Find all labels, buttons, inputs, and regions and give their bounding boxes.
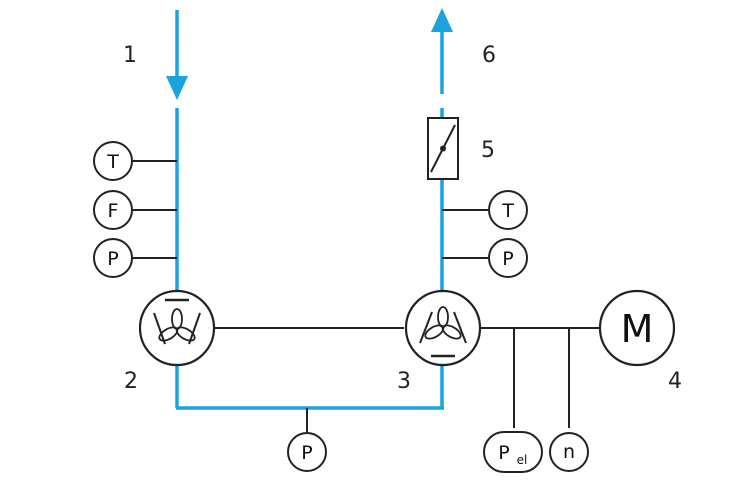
label-compressor-right: 3 — [397, 369, 411, 394]
right-temperature-gauge: T — [488, 190, 528, 230]
label-compressor-left: 2 — [124, 369, 138, 394]
valve-pivot — [440, 145, 446, 152]
power-subscript: el — [517, 453, 528, 467]
compressor-right-side-lines — [419, 311, 467, 344]
compressor-left-side-lines — [153, 312, 201, 345]
power-label: P — [498, 442, 509, 464]
left-temperature-label: T — [106, 151, 119, 173]
outlet-arrowhead — [431, 8, 453, 32]
bottom-pressure-gauge: P — [287, 432, 327, 472]
label-inlet: 1 — [123, 43, 137, 68]
signal-lines — [132, 160, 600, 432]
fan-icon-left — [158, 308, 196, 342]
motor-symbol: M — [621, 307, 654, 351]
label-outlet: 6 — [482, 43, 496, 68]
right-temperature-label: T — [501, 200, 514, 222]
fan-icon-right — [424, 306, 462, 340]
right-pressure-gauge: P — [488, 238, 528, 278]
label-valve: 5 — [481, 138, 495, 163]
left-pressure-label: P — [107, 248, 118, 270]
compressor-left — [138, 289, 216, 367]
speed-label: n — [563, 441, 575, 463]
label-motor: 4 — [668, 369, 682, 394]
flow-lines — [175, 10, 444, 410]
bottom-pressure-label: P — [301, 442, 312, 464]
valve-5 — [427, 117, 459, 180]
motor-4: M — [598, 289, 676, 367]
power-gauge: P el — [483, 431, 543, 473]
left-flow-gauge: F — [93, 190, 133, 230]
left-pressure-gauge: P — [93, 238, 133, 278]
left-flow-label: F — [108, 200, 119, 222]
left-temperature-gauge: T — [93, 141, 133, 181]
compressor-right — [404, 289, 482, 367]
inlet-arrowhead — [166, 76, 188, 100]
motor-circle — [598, 289, 676, 367]
right-pressure-label: P — [502, 248, 513, 270]
speed-gauge: n — [549, 432, 589, 472]
